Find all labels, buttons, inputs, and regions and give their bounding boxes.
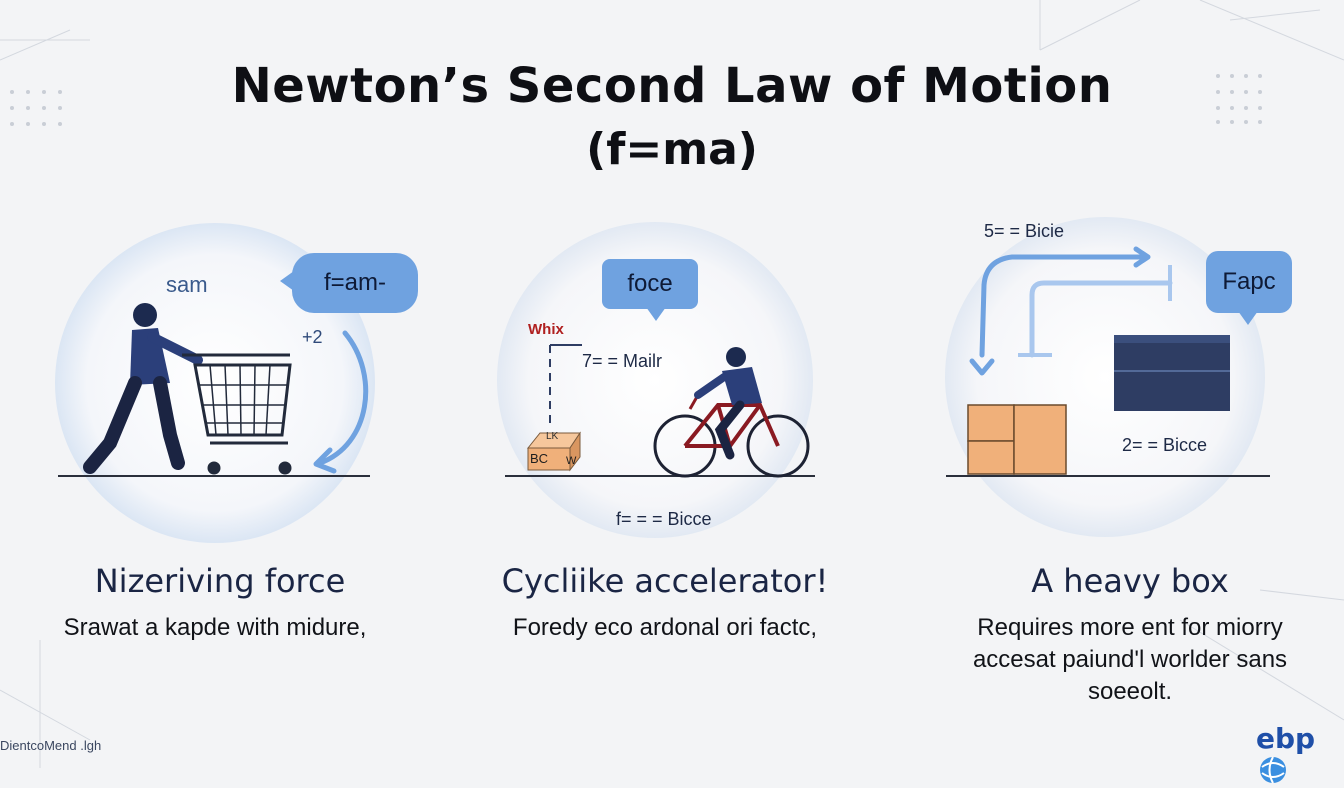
heavy-box (1114, 335, 1230, 411)
panel-3-description-line-1: Requires more ent for miorry (977, 614, 1283, 641)
bottom-label: f= = = Bicce (616, 509, 712, 529)
panel-2-heading: Cycliike accelerator! (501, 562, 829, 600)
panel-1-description: Srawat a kapde with midure, (63, 614, 367, 641)
brand-logo: ebp (1256, 722, 1344, 788)
box-top-label: LK (546, 431, 559, 442)
formula-bubble: f=am- (280, 253, 418, 313)
panel-3-description: Requires more ent for miorry accesat pai… (920, 612, 1340, 708)
right-label: 2= = Bicce (1122, 435, 1208, 455)
measure-label: 7= = Mailr (582, 351, 663, 371)
formula-bubble: Fapc (1206, 251, 1292, 325)
geometric-lines (0, 0, 1344, 768)
panel-1-heading: Nizeriving force (94, 562, 346, 600)
curved-arrow-icon (317, 330, 369, 466)
footer-credit: DientcoMend .lgh (0, 738, 102, 753)
panel-pushing-cart: sam +2 f=am- (20, 205, 440, 565)
cyclist-icon (497, 222, 815, 538)
person-figure (83, 303, 203, 474)
arrow-note-label: +2 (302, 327, 323, 347)
small-box (526, 431, 581, 472)
panel-3-description-line-2: accesat paiund'l worlder sans (972, 646, 1288, 673)
shopping-cart (182, 353, 292, 475)
panel-2-description: Foredy eco ardonal ori factc, (512, 614, 818, 641)
page-subtitle: (f=ma) (586, 124, 758, 175)
stacked-boxes-icon (945, 217, 1270, 537)
rider-figure (694, 347, 762, 460)
logo-globe-icon (1260, 756, 1286, 784)
panel-heavy-box: 5= = Bicie 2= = Bicce Fapc (900, 205, 1320, 565)
dot-grid-left (10, 90, 62, 126)
logo-text: ebp (1256, 722, 1316, 755)
top-left-label: Whix (528, 321, 564, 338)
box-front-label: W (566, 455, 577, 467)
guide-arrow (1029, 280, 1173, 358)
panel-3-heading: A heavy box (1031, 562, 1229, 600)
page-title: Newton’s Second Law of Motion (231, 58, 1113, 114)
background-decoration (0, 0, 1344, 768)
panel-3-description-line-3: soeeolt. (1087, 678, 1173, 705)
curved-arrow-icon (979, 254, 1148, 358)
top-label: 5= = Bicie (984, 221, 1065, 241)
dot-grid-right (1216, 74, 1262, 124)
side-label: sam (166, 272, 208, 297)
orange-boxes (967, 404, 1067, 475)
formula-bubble: foce (602, 259, 698, 321)
box-side-label: BC (530, 451, 549, 466)
panel-cyclist: Whix 7= = Mailr LK BC W f= = = Bicce foc… (460, 205, 880, 565)
